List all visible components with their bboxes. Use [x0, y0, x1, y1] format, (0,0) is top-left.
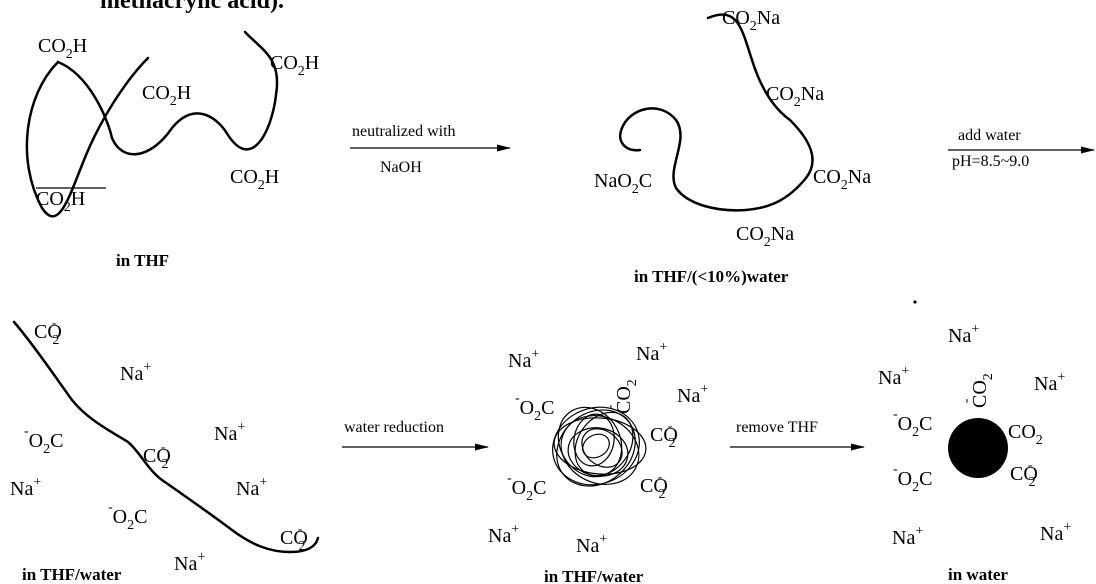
caption-in-thf: in THF [116, 251, 169, 270]
polymer-acid-in-thf: CO2H CO2H CO2H CO2H CO2H in THF [25, 30, 319, 270]
group-ooc-minus: -O2C [108, 500, 147, 533]
group-coo-minus: CO-2 [640, 470, 668, 502]
group-coo-minus: CO2- [603, 379, 640, 414]
group-ooc-minus: -O2C [893, 407, 932, 440]
arrow-label: neutralized with [352, 123, 456, 140]
polymer-chain [619, 13, 814, 212]
sodium-ion: Na+ [948, 322, 979, 347]
arrow-neutralized: neutralized with NaOH [350, 123, 512, 176]
arrow-remove-thf: remove THF [730, 419, 866, 451]
sodium-ion: Na+ [1034, 370, 1065, 395]
group-cooh: CO2H [142, 82, 191, 109]
group-cona: CO2Na [736, 223, 794, 250]
sodium-ion: Na+ [677, 382, 708, 407]
sodium-ion: Na+ [174, 550, 205, 575]
sodium-ion: Na+ [636, 340, 667, 365]
sodium-ion: Na+ [1040, 520, 1071, 545]
group-ooc-minus: -O2C [893, 462, 932, 495]
sodium-ion: Na+ [878, 364, 909, 389]
sodium-ion: Na+ [120, 360, 151, 385]
arrow-sublabel: NaOH [380, 159, 422, 176]
group-naooc: NaO2C [594, 170, 652, 197]
caption-in-thf-water: in THF/water [22, 565, 122, 584]
group-cona: CO2Na [813, 166, 871, 193]
polymer-collapsed-coil: Na+ Na+ Na+ CO2- -O2C CO-2 -O2C CO-2 Na+… [488, 340, 708, 584]
arrow-water-reduction: water reduction [342, 419, 490, 451]
polymer-chain [56, 30, 279, 156]
sodium-ion: Na+ [892, 524, 923, 549]
caption-in-thf-lt10-water: in THF/(<10%)water [634, 267, 789, 286]
group-coo-minus: CO-2 [1010, 458, 1038, 490]
arrow-label: remove THF [736, 419, 818, 436]
polymer-ionized-extended: CO-2 Na+ -O2C CO-2 Na+ Na+ -O2C Na+ CO-2… [10, 316, 320, 584]
sodium-ion: Na+ [508, 347, 539, 372]
arrow-label: add water [958, 127, 1021, 144]
group-cooh: CO2H [38, 35, 87, 62]
group-coo: CO2 [1008, 421, 1043, 448]
group-coo-minus: CO2- [959, 373, 996, 408]
group-ooc-minus: -O2C [515, 391, 554, 424]
group-ooc-minus: -O2C [507, 471, 546, 504]
group-cooh: CO2H [270, 52, 319, 79]
polymer-salt-in-thf-water: CO2Na CO2Na CO2Na CO2Na NaO2C in THF/(<1… [594, 7, 917, 304]
sodium-ion: Na+ [576, 532, 607, 557]
group-cooh: CO2H [36, 188, 85, 215]
sodium-ion: Na+ [488, 522, 519, 547]
polymer-chain [25, 56, 150, 218]
group-cona: CO2Na [722, 7, 780, 34]
group-coo-minus: CO-2 [143, 440, 171, 472]
caption-in-water: in water [948, 565, 1008, 584]
sodium-ion: Na+ [214, 420, 245, 445]
group-coo-minus: CO-2 [650, 419, 678, 451]
sodium-ion: Na+ [10, 475, 41, 500]
heading-fragment: methacrylic acid). [100, 0, 284, 14]
group-coo-minus: CO-2 [280, 522, 308, 554]
arrow-add-water: add water pH=8.5~9.0 [948, 127, 1096, 170]
coiled-chain [552, 406, 647, 487]
group-cona: CO2Na [766, 83, 824, 110]
arrow-sublabel: pH=8.5~9.0 [952, 153, 1029, 170]
caption-in-thf-water: in THF/water [544, 567, 644, 584]
sodium-ion: Na+ [236, 475, 267, 500]
polymer-chain [12, 320, 320, 554]
arrow-label: water reduction [344, 419, 444, 436]
polymer-particle-in-water: Na+ Na+ Na+ CO2- -O2C CO2 -O2C CO-2 Na+ … [878, 322, 1071, 584]
collapsed-particle [948, 418, 1008, 478]
group-coo-minus: CO-2 [34, 316, 62, 348]
group-cooh: CO2H [230, 166, 279, 193]
group-ooc-minus: -O2C [24, 424, 63, 457]
